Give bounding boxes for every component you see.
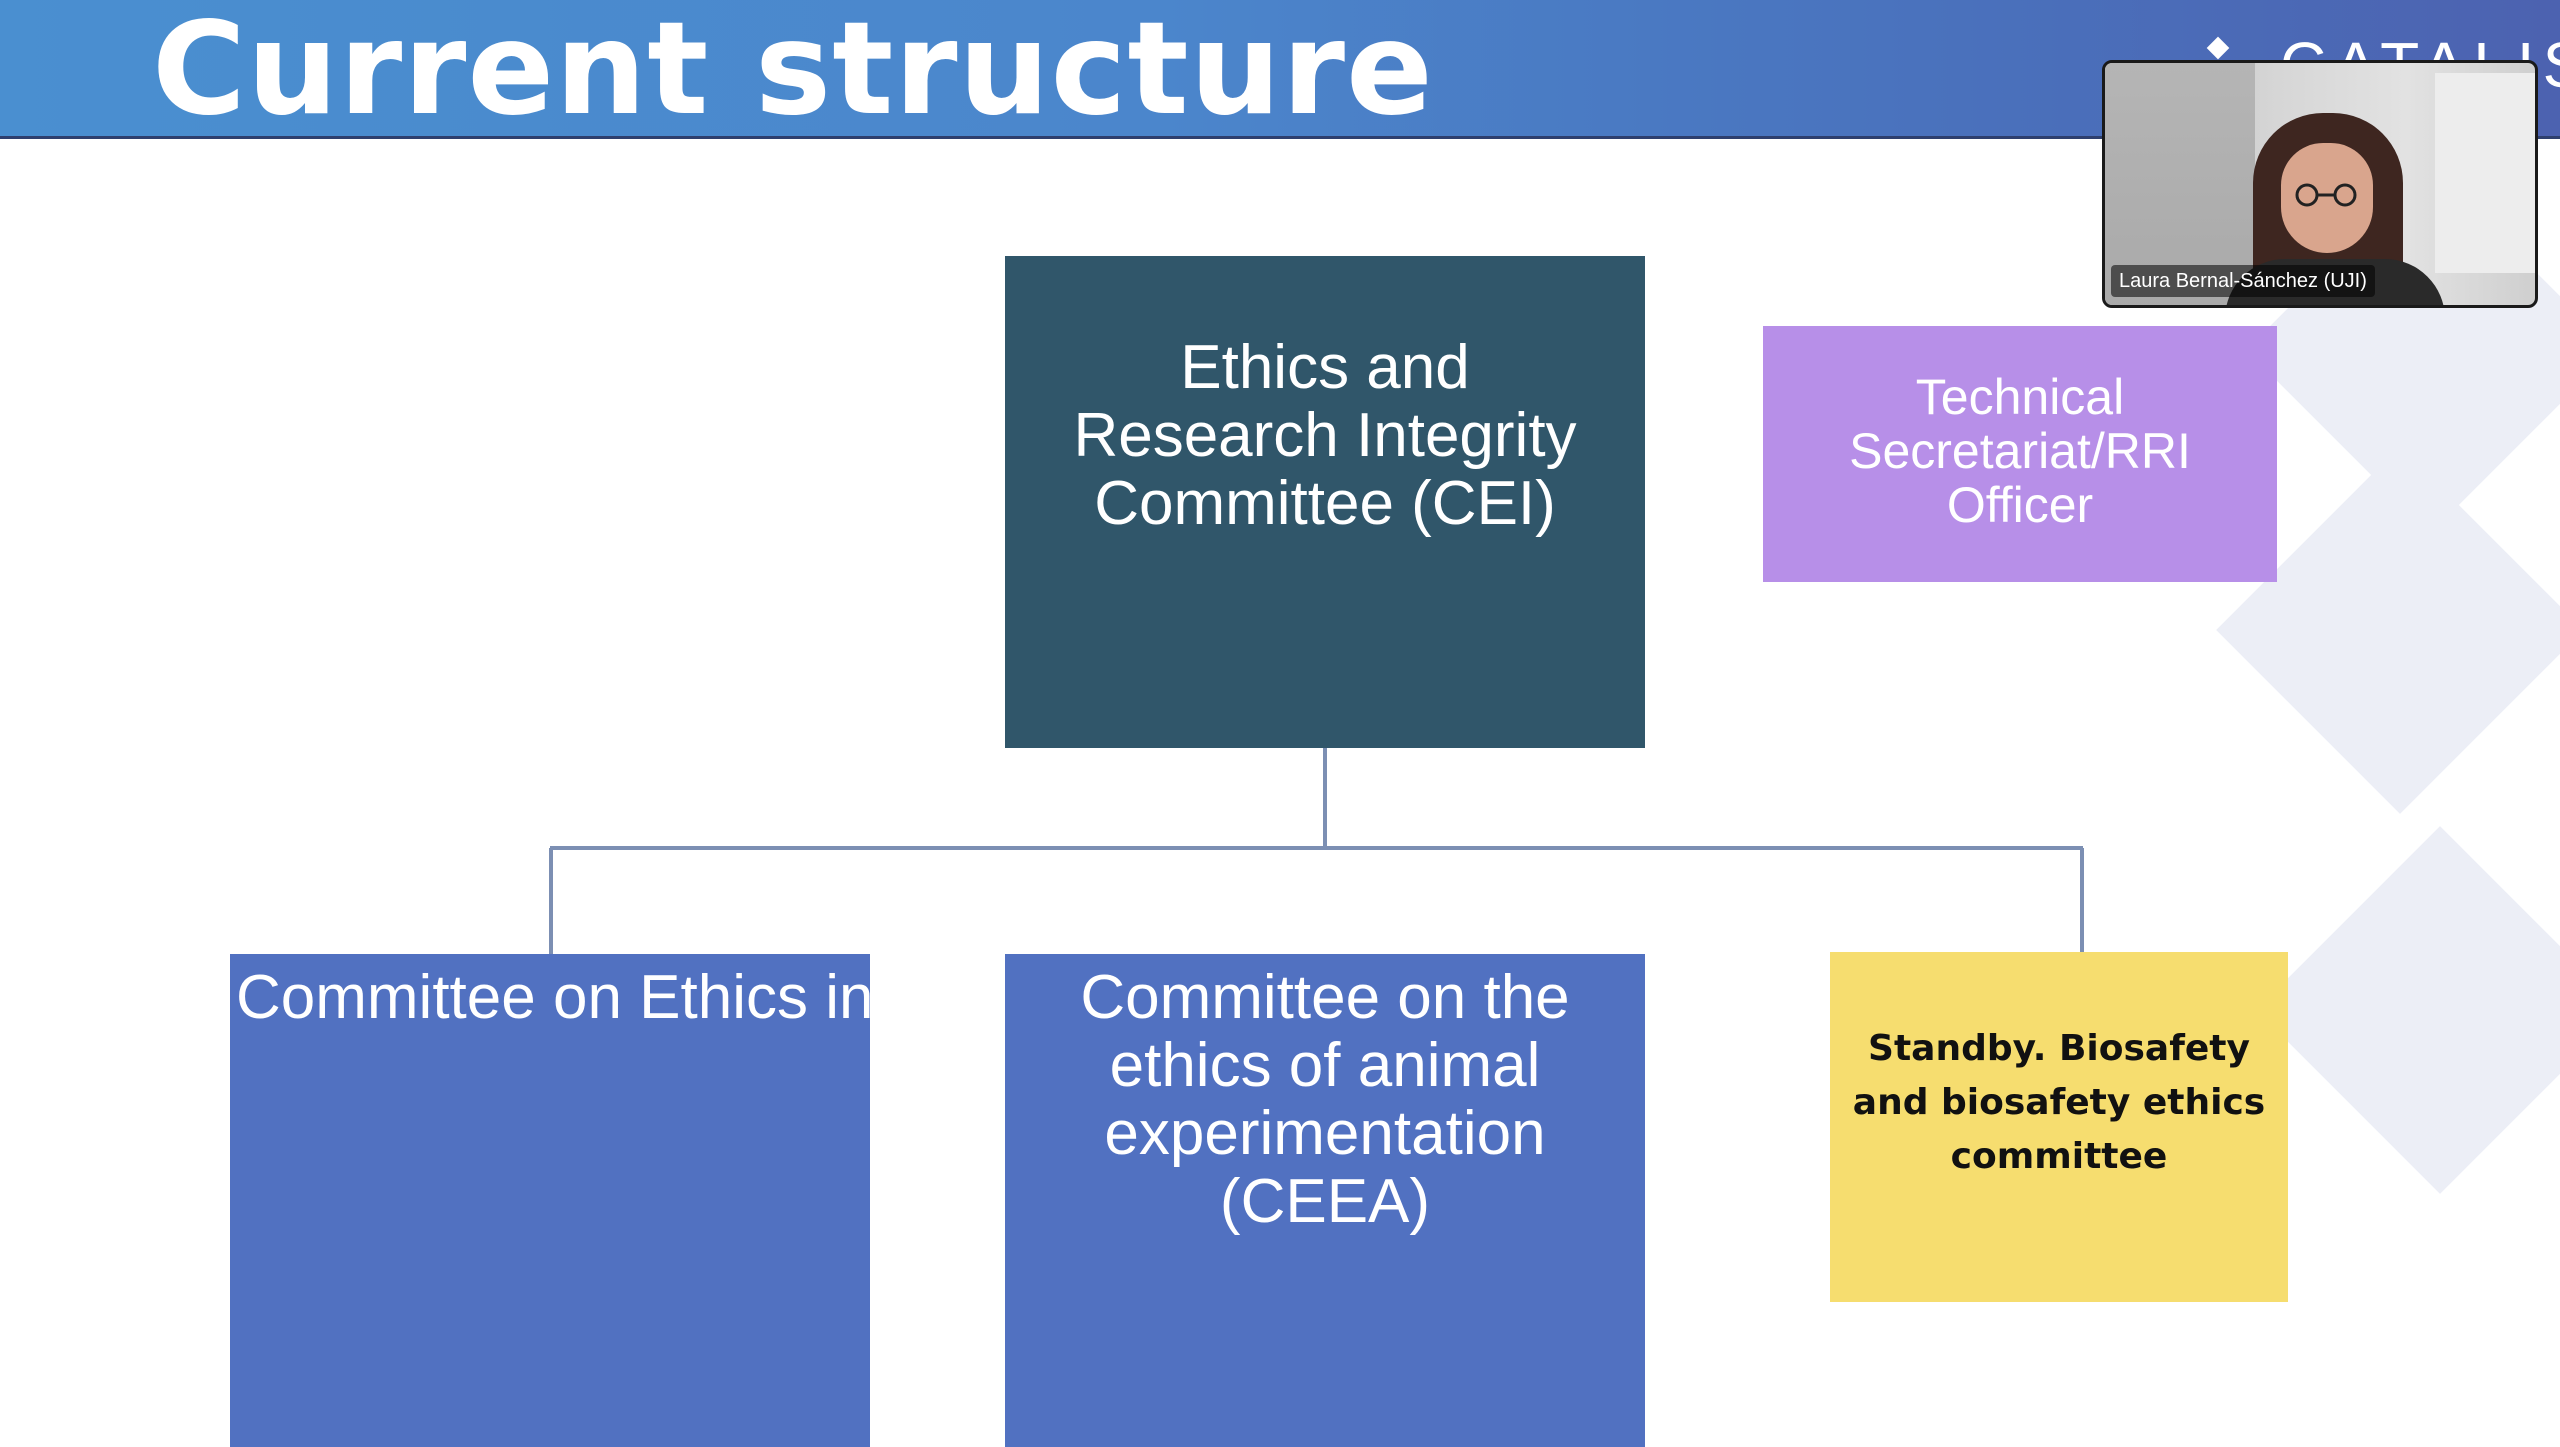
cei-committee-label: Ethics and Research Integrity Committee … xyxy=(1073,333,1577,538)
video-background xyxy=(2105,63,2255,305)
cei-committee-box: Ethics and Research Integrity Committee … xyxy=(1005,256,1645,748)
participant-video-tile[interactable]: Laura Bernal-Sánchez (UJI) xyxy=(2102,60,2538,308)
technical-secretariat-label: Technical Secretariat/RRI Officer xyxy=(1849,369,2191,533)
video-background-window xyxy=(2435,73,2535,273)
participant-glasses xyxy=(2295,183,2357,207)
ceish-committee-label: Committee on Ethics in Human Research (C… xyxy=(236,963,1622,1032)
ceish-committee-box: Committee on Ethics in Human Research (C… xyxy=(230,954,1622,1447)
slide-title: Current structure xyxy=(152,0,1434,144)
ceea-committee-box: Committee on the ethics of animal experi… xyxy=(1005,954,1645,1447)
technical-secretariat-box: Technical Secretariat/RRI Officer xyxy=(1763,326,2277,582)
biosafety-committee-label: Standby. Biosafety and biosafety ethics … xyxy=(1852,1028,2266,1177)
brand-logo-icon xyxy=(2206,36,2230,60)
ceea-committee-label: Committee on the ethics of animal experi… xyxy=(1080,963,1570,1236)
participant-name-label: Laura Bernal-Sánchez (UJI) xyxy=(2111,265,2375,297)
biosafety-committee-box: Standby. Biosafety and biosafety ethics … xyxy=(1830,952,2288,1302)
decorative-diamond xyxy=(2256,826,2560,1194)
